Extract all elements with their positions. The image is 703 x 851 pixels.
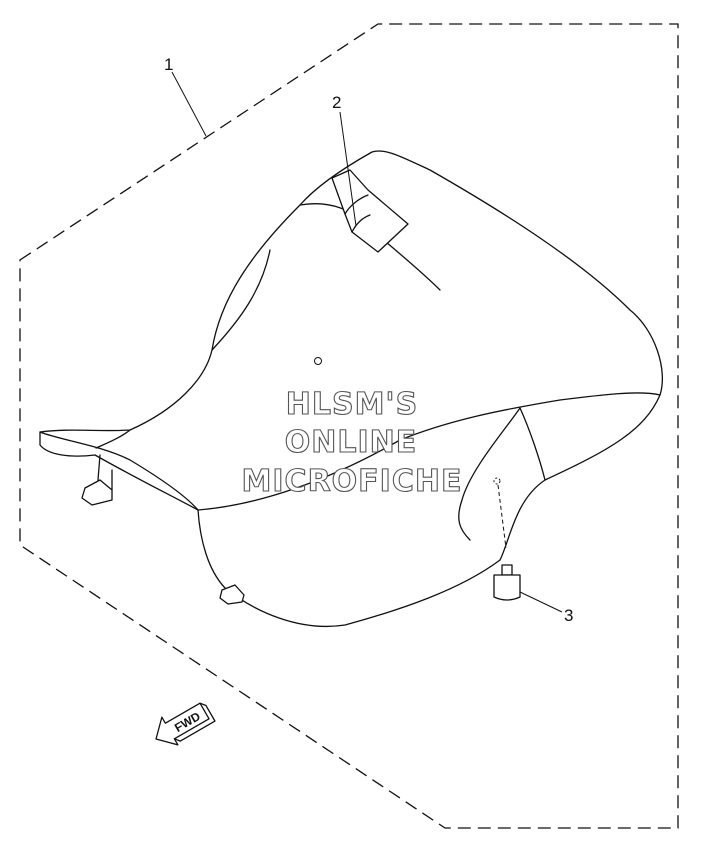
mounting-hole: [493, 477, 501, 485]
leader-line-3: [519, 591, 563, 613]
leader-line-2: [339, 111, 357, 227]
seat-damper: [493, 564, 521, 601]
mounting-hole: [314, 357, 322, 365]
callout-3: 3: [564, 606, 573, 625]
watermark-line-3: MICROFICHE: [242, 464, 463, 499]
forward-arrow-icon: FWD: [155, 702, 216, 746]
watermark-line-1: HLSM'S: [286, 387, 418, 422]
leader-line-1: [171, 71, 207, 137]
seat-body: [39, 150, 663, 628]
watermark-line-2: ONLINE: [285, 425, 418, 460]
assembly-boundary: [19, 23, 679, 829]
callout-2: 2: [332, 93, 341, 112]
callout-1: 1: [164, 55, 173, 74]
